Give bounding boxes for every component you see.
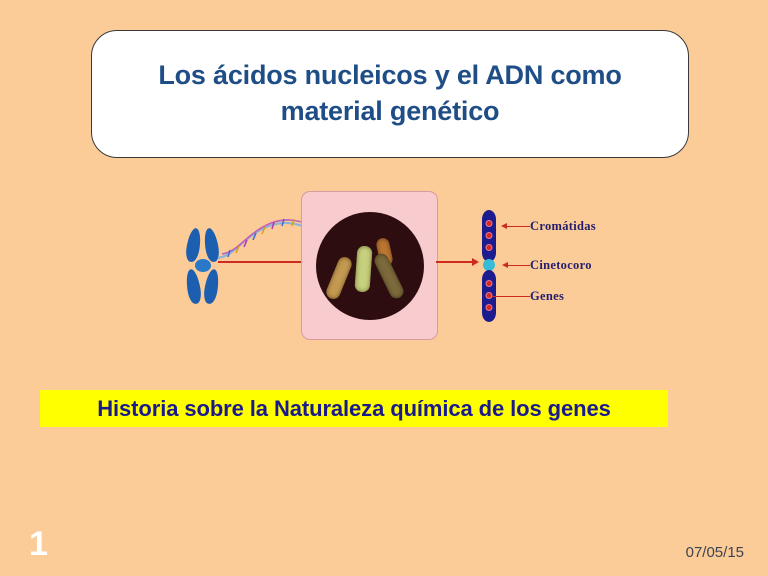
arrow-to-labeled-chromosome-head <box>472 258 479 266</box>
slide-date: 07/05/15 <box>685 544 744 561</box>
subtitle-banner-text: Historia sobre la Naturaleza química de … <box>97 395 611 421</box>
microscope-field-circle <box>315 211 424 320</box>
condensed-chromosome-icon <box>184 227 221 305</box>
label-arrow-head-cromatidas <box>501 223 507 229</box>
stained-chromosome <box>353 245 373 292</box>
labeled-chromosome-icon <box>479 210 499 322</box>
gene-dot <box>485 220 493 227</box>
centromere-kinetochore <box>483 259 495 271</box>
gene-dot <box>485 244 493 251</box>
chromatid-lower <box>482 270 496 322</box>
subtitle-banner: Historia sobre la Naturaleza química de … <box>40 390 668 427</box>
page-number: 1 <box>29 525 48 563</box>
label-cromatidas: Cromátidas <box>530 219 596 233</box>
chromatid-upper <box>482 210 496 262</box>
gene-dot <box>485 232 493 239</box>
label-cinetocoro: Cinetocoro <box>530 258 592 272</box>
title-line-1: Los ácidos nucleicos y el ADN como <box>158 60 622 91</box>
label-arrow-head-cinetocoro <box>502 262 508 268</box>
gene-dot <box>485 280 493 287</box>
page-title: Los ácidos nucleicos y el ADN como mater… <box>132 58 647 129</box>
label-line-cromatidas <box>506 226 530 228</box>
chromosome-structure-diagram: Cromátidas Cinetocoro Genes <box>0 180 768 350</box>
gene-dot <box>485 304 493 311</box>
gene-dot <box>485 292 493 299</box>
stained-chromosome <box>371 250 406 301</box>
title-line-2: material genético <box>280 96 500 126</box>
label-line-cinetocoro <box>507 265 530 267</box>
arrow-to-labeled-chromosome <box>436 261 474 263</box>
stained-chromosome <box>323 254 354 301</box>
arrow-to-microscope <box>218 261 304 263</box>
microscope-field-panel <box>301 191 438 340</box>
title-box: Los ácidos nucleicos y el ADN como mater… <box>91 30 689 158</box>
label-genes: Genes <box>530 289 565 303</box>
label-line-genes <box>492 296 530 298</box>
